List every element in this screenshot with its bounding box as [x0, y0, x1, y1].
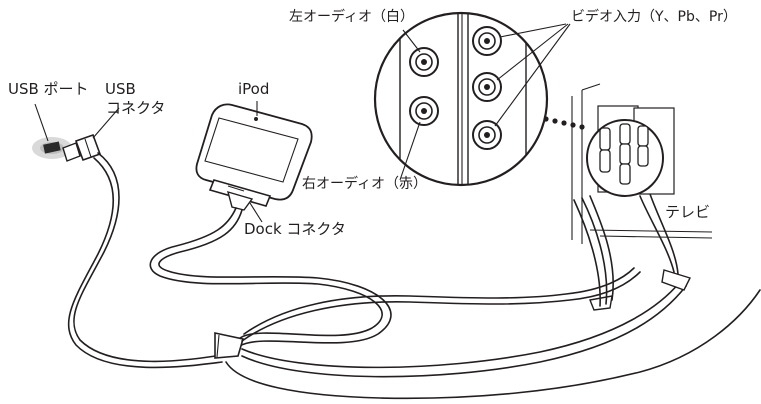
usb-cable	[67, 152, 223, 369]
left-audio-jack	[409, 47, 439, 77]
usb-port-label: USB ポート	[8, 80, 89, 98]
callout-lines	[399, 23, 571, 181]
right-audio-label: 右オーディオ（赤）	[302, 176, 428, 192]
left-audio-label: 左オーディオ（白）	[289, 9, 415, 25]
dock-cable	[149, 207, 392, 347]
video-pb-jack	[472, 72, 502, 102]
ipod-label: iPod	[238, 80, 270, 98]
connector-label: コネクタ	[106, 99, 166, 117]
av-cable	[225, 193, 761, 400]
dock-connector-icon	[208, 179, 272, 223]
video-input-label: ビデオ入力（Y、Pb、Pr）	[571, 9, 737, 25]
jack-panel-small	[586, 119, 664, 197]
video-y-jack	[472, 26, 502, 56]
dock-connector-label: Dock コネクタ	[244, 220, 346, 238]
ipod-icon	[195, 101, 313, 201]
usb-label: USB	[105, 80, 136, 98]
tv-label: テレビ	[665, 203, 711, 221]
usb-port-icon	[32, 103, 72, 159]
right-audio-jack	[409, 96, 439, 126]
video-pr-jack	[472, 120, 502, 150]
cable-splitter	[214, 332, 245, 359]
usb-connector-icon	[62, 107, 120, 162]
